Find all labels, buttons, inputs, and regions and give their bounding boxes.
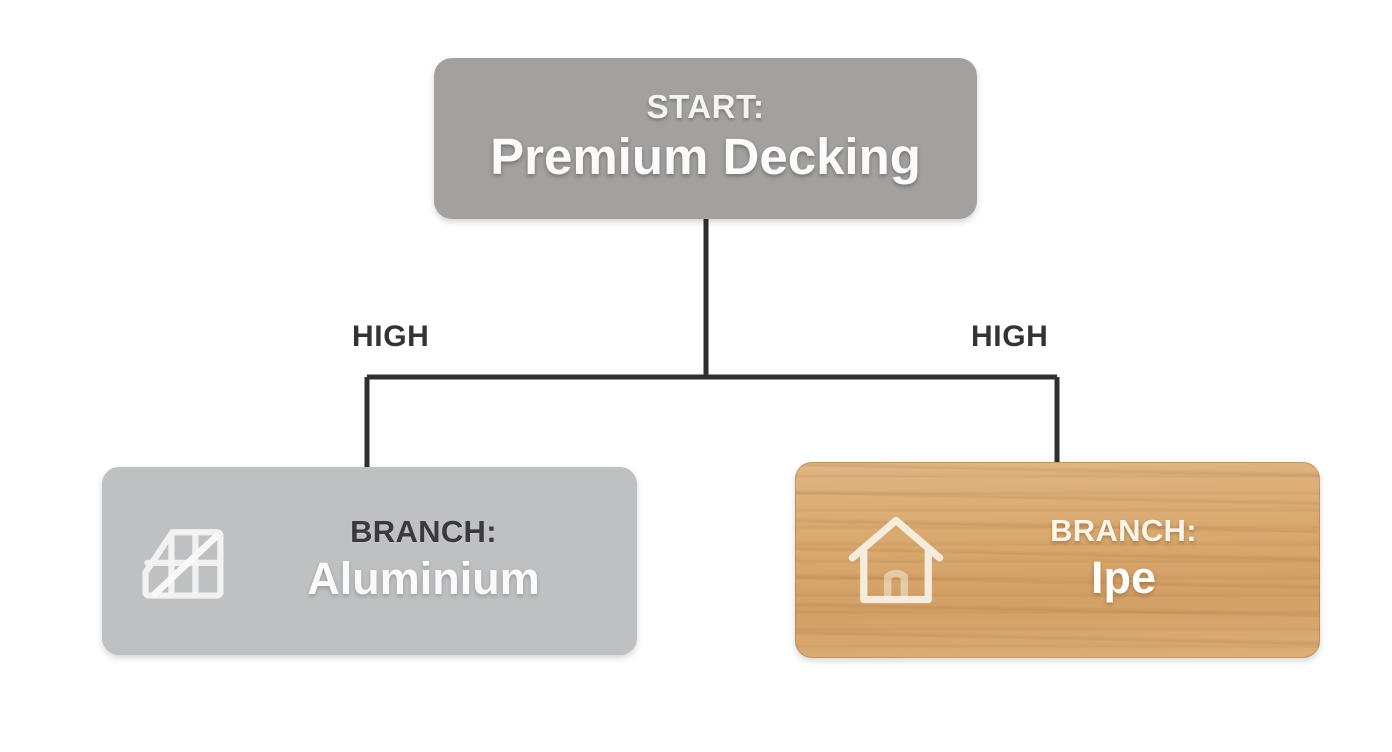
node-branch-aluminium-title: Aluminium (307, 553, 540, 605)
node-branch-ipe-text: BRANCH: Ipe (954, 513, 1319, 606)
edge-label-right: HIGH (971, 320, 1049, 353)
node-branch-aluminium[interactable]: BRANCH: Aluminium (102, 467, 637, 655)
roof-window-icon (134, 513, 230, 609)
node-branch-ipe-title: Ipe (1090, 552, 1157, 604)
node-root[interactable]: START: Premium Decking (434, 58, 977, 219)
node-branch-ipe[interactable]: BRANCH: Ipe (795, 462, 1320, 658)
house-icon (844, 508, 948, 612)
edge-label-left: HIGH (352, 320, 430, 353)
node-root-kicker: START: (646, 88, 765, 126)
node-root-text: START: Premium Decking (472, 88, 939, 187)
node-branch-aluminium-kicker: BRANCH: (350, 514, 497, 549)
node-root-title: Premium Decking (490, 127, 921, 185)
node-branch-ipe-kicker: BRANCH: (1050, 513, 1197, 548)
node-branch-aluminium-text: BRANCH: Aluminium (236, 514, 637, 607)
